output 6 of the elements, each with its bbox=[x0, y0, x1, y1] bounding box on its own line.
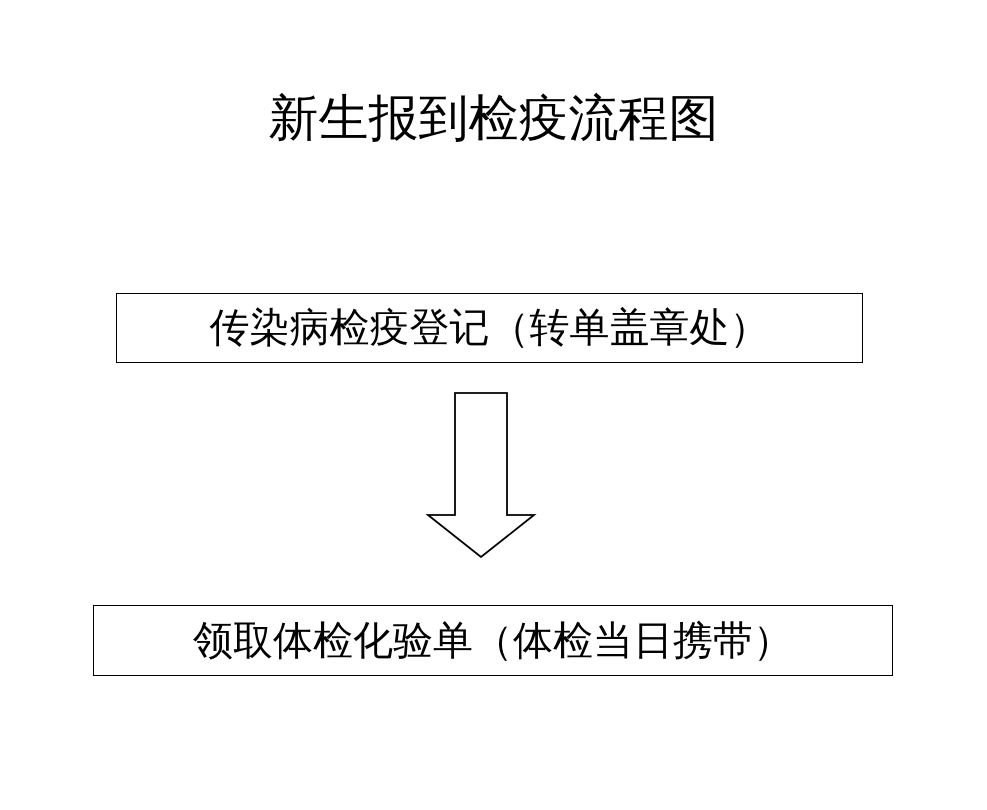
step-text: 传染病检疫登记（转单盖章处） bbox=[210, 304, 770, 352]
block-arrow bbox=[425, 392, 537, 558]
process-box bbox=[116, 293, 863, 363]
process-box bbox=[93, 605, 893, 676]
diagram-title: 新生报到检疫流程图 bbox=[268, 88, 720, 148]
step-text: 领取体检化验单（体检当日携带） bbox=[193, 616, 793, 664]
